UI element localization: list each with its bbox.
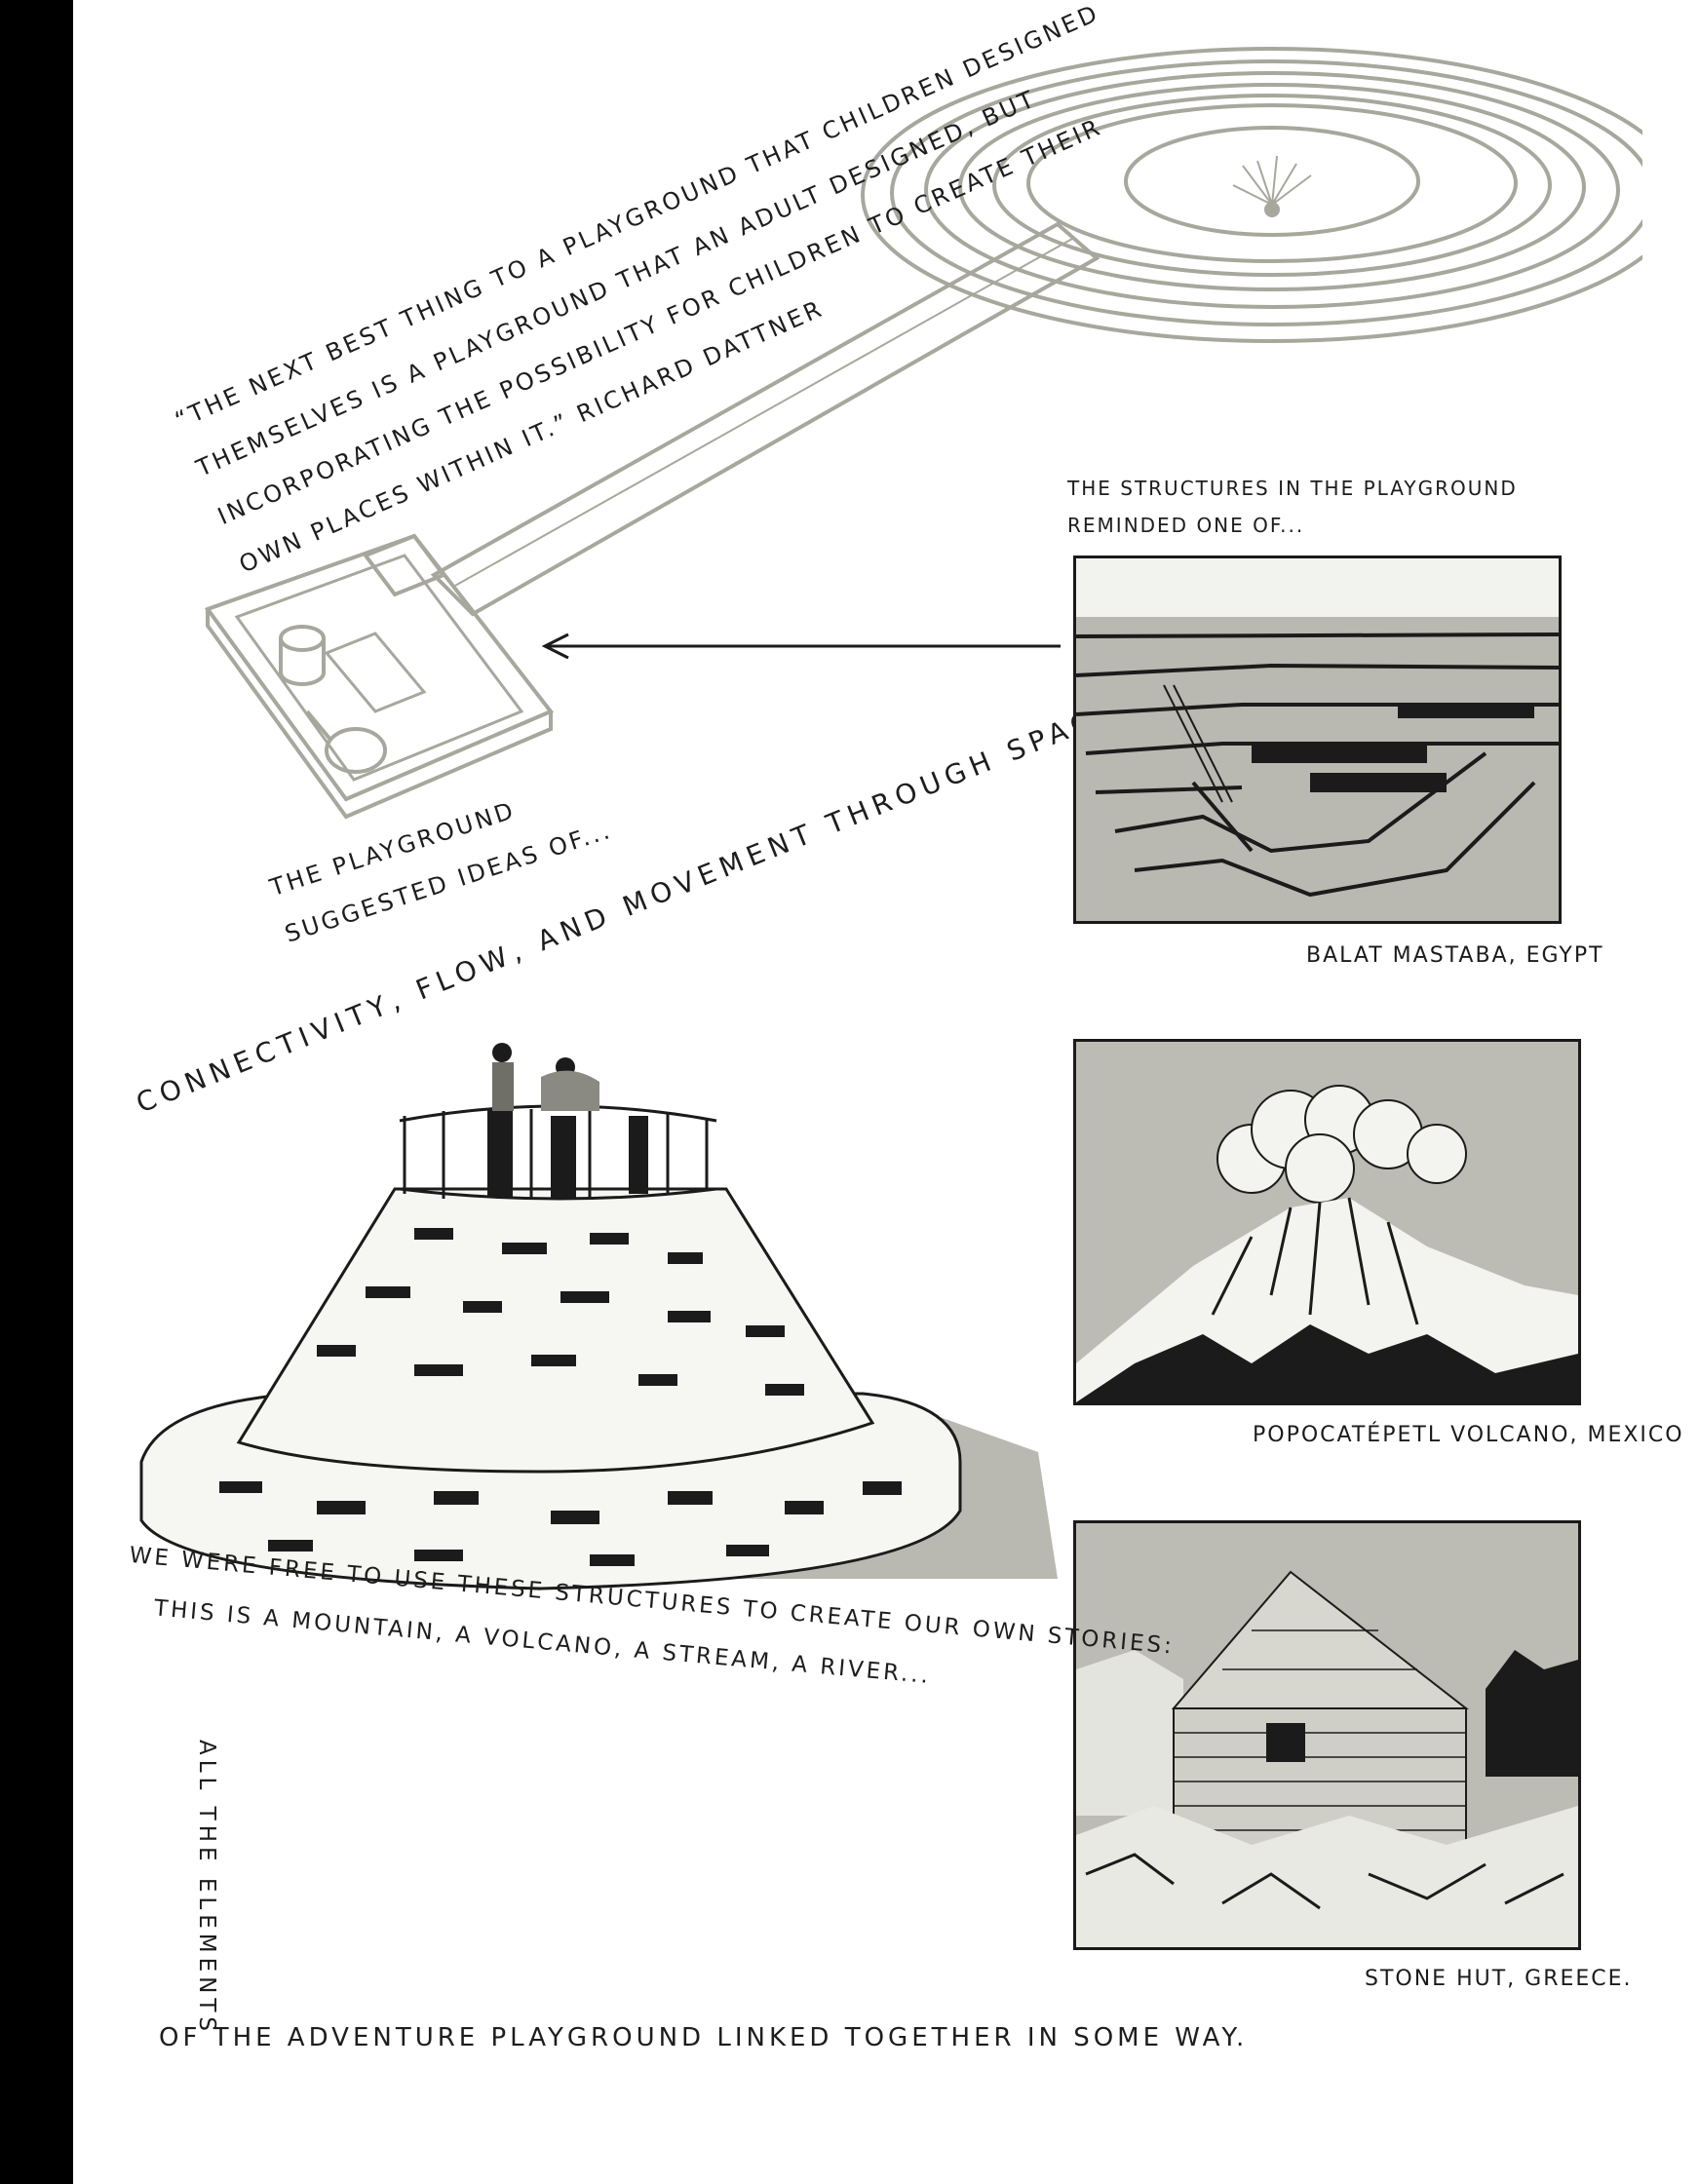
structures-label-line-1: The structures in the playground — [1067, 477, 1518, 500]
stone-hut-illustration — [1076, 1523, 1578, 1947]
playground-plan-drawing — [204, 47, 1642, 820]
caption-popocatepetl-volcano: Popocatépetl Volcano, Mexico — [1253, 1423, 1684, 1447]
left-black-margin — [0, 0, 73, 2184]
balat-mastaba-illustration — [1076, 558, 1559, 921]
elements-horizontal-text: of the Adventure Playground linked toget… — [159, 2023, 1249, 2052]
volcano-illustration — [1076, 1042, 1578, 1402]
stepped-mound-illustration — [139, 1043, 1058, 1590]
structures-label: The structures in the playground reminde… — [1067, 470, 1518, 544]
panel-balat-mastaba — [1073, 556, 1562, 924]
left-arrow — [541, 632, 1061, 660]
elements-vertical-text: All the elements — [194, 1740, 219, 2036]
structures-label-line-2: reminded one of... — [1067, 514, 1305, 537]
panel-popocatepetl-volcano — [1073, 1039, 1581, 1405]
comic-page: “The next best thing to a playground tha… — [73, 0, 1699, 2184]
caption-balat-mastaba: Balat Mastaba, Egypt — [1306, 943, 1604, 968]
caption-stone-hut: Stone Hut, Greece. — [1365, 1967, 1633, 1991]
panel-stone-hut — [1073, 1520, 1581, 1950]
